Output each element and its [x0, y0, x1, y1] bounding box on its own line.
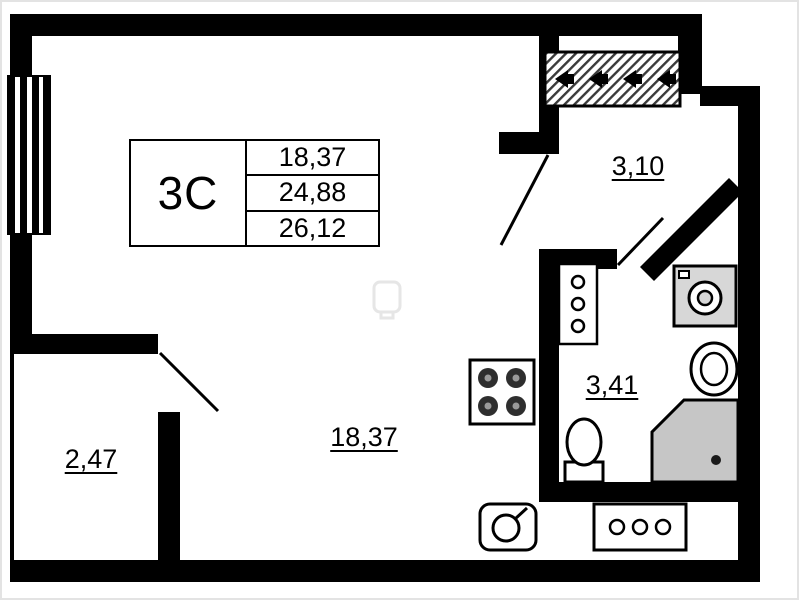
vent-speaker-icon: [657, 70, 676, 88]
vent-block: [543, 50, 682, 108]
vent-speaker-icon: [555, 70, 574, 88]
heater-icon: [557, 262, 599, 346]
washing-machine-icon: [672, 264, 738, 328]
toilet-icon: [563, 417, 605, 484]
living-area-label: 18,37: [330, 422, 398, 452]
balcony-area-label: 2,47: [64, 444, 118, 474]
stove-icon: [468, 358, 536, 426]
hallway-area-label: 3,10: [611, 151, 665, 181]
balcony-door-icon: [158, 351, 220, 413]
unit-area-row-1: 18,37: [247, 141, 378, 177]
unit-area-row-2: 24,88: [247, 176, 378, 212]
bathroom-door-icon: [616, 216, 665, 267]
unit-area-row-3: 26,12: [278, 212, 347, 243]
window-icon: [7, 75, 51, 235]
entrance-door-icon: [499, 154, 550, 246]
shower-icon: [650, 398, 740, 484]
vent-speaker-icon: [623, 70, 642, 88]
unit-info-table: 3C 18,37 24,88 26,12: [129, 139, 380, 247]
kitchen-sink-icon: [478, 502, 538, 552]
unit-code: 3C: [131, 141, 247, 245]
watermark-icon: [372, 280, 402, 320]
bathroom-area-label: 3,41: [585, 370, 639, 400]
bathroom-sink-icon: [689, 341, 739, 397]
vent-speaker-icon: [589, 70, 608, 88]
door-leaves: [158, 154, 665, 413]
cabinet-icon: [592, 502, 688, 552]
unit-area-values: 18,37 24,88 26,12: [247, 141, 378, 245]
